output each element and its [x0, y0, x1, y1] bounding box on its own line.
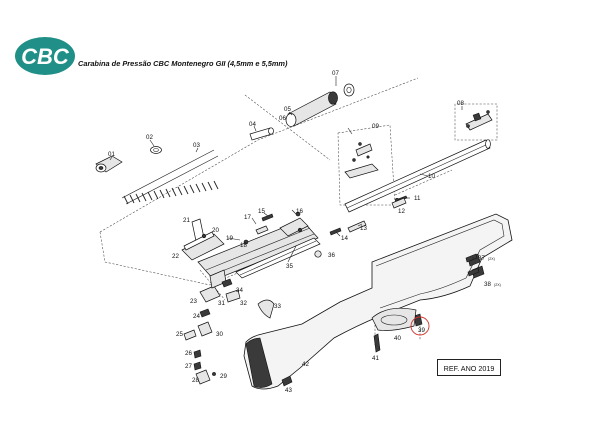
- label-33: 33: [274, 303, 281, 310]
- part-06-seal: [343, 83, 355, 97]
- label-43: 43: [285, 387, 292, 394]
- part-01-plug: [95, 155, 123, 173]
- label-30: 30: [216, 331, 223, 338]
- part-08-rear-sight: [465, 110, 493, 131]
- label-11: 11: [414, 195, 421, 202]
- label-38: 38: [484, 281, 491, 288]
- label-01: 01: [108, 151, 115, 158]
- label-03: 03: [193, 142, 200, 149]
- label-17: 17: [244, 214, 251, 221]
- part-28-safety: [195, 369, 211, 385]
- diagram-title: Carabina de Pressão CBC Montenegro GII (…: [78, 59, 288, 68]
- part-43-screw: [281, 375, 293, 387]
- label-39: 39: [418, 327, 425, 334]
- label-27: 27: [185, 363, 192, 370]
- label-21: 21: [183, 217, 190, 224]
- label-42: 42: [302, 361, 309, 368]
- label-34: 34: [236, 287, 243, 294]
- part-labels: 01 02 03 04 05 06 07 08 09 10 11 12 13 1…: [108, 70, 501, 394]
- label-06: 06: [279, 115, 286, 122]
- part-14-pin: [329, 227, 342, 236]
- label-36: 36: [328, 252, 335, 259]
- label-22: 22: [172, 253, 179, 260]
- label-08: 08: [457, 100, 464, 107]
- part-15-detent: [261, 213, 274, 222]
- label-18: 18: [240, 242, 247, 249]
- label-02: 02: [146, 134, 153, 141]
- part-35-cocking-lever: [235, 237, 321, 279]
- part-20-screw: [243, 239, 249, 245]
- label-14: 14: [341, 235, 348, 242]
- part-10-barrel: [344, 139, 491, 213]
- label-37: 37: [478, 255, 485, 262]
- reference-box: REF. ANO 2019: [437, 359, 501, 376]
- label-32: 32: [240, 300, 247, 307]
- label-38-qty: (2X): [494, 283, 501, 287]
- label-19: 19: [226, 235, 233, 242]
- label-05: 05: [284, 106, 291, 113]
- label-23: 23: [190, 298, 197, 305]
- label-09: 09: [372, 123, 379, 130]
- part-37-screw: [465, 253, 478, 263]
- label-29: 29: [220, 373, 227, 380]
- label-35: 35: [286, 263, 293, 270]
- label-15: 15: [258, 208, 265, 215]
- cbc-logo: CBC: [14, 36, 76, 76]
- part-02-washer: [150, 146, 162, 154]
- label-04: 04: [249, 121, 256, 128]
- part-05-piston: [285, 91, 338, 127]
- part-23-lever: [199, 285, 221, 303]
- part-12-block: [391, 197, 407, 209]
- part-25-screw: [183, 329, 197, 341]
- part-29-ball: [212, 372, 216, 376]
- part-41-screw: [373, 333, 381, 353]
- part-09-front-sight: [344, 142, 379, 179]
- part-36-nut: [314, 250, 322, 258]
- part-32-sear: [225, 289, 241, 303]
- label-07: 07: [332, 70, 339, 77]
- label-40: 40: [394, 335, 401, 342]
- part-17-cap: [255, 225, 269, 235]
- label-12: 12: [398, 208, 405, 215]
- part-24-pin: [199, 308, 211, 318]
- highlight-circle: [410, 316, 430, 336]
- label-41: 41: [372, 355, 379, 362]
- label-10: 10: [428, 173, 435, 180]
- cbc-logo-graphic: CBC: [15, 37, 75, 75]
- part-33-trigger: [257, 299, 275, 319]
- part-40-guard: [371, 307, 417, 331]
- trigger-group: [183, 269, 275, 385]
- part-30-plate: [197, 321, 213, 337]
- part-38-screw: [467, 267, 480, 277]
- label-13: 13: [360, 225, 367, 232]
- part-26-pin: [193, 349, 202, 359]
- label-25: 25: [176, 331, 183, 338]
- part-13-pin: [347, 220, 367, 233]
- label-26: 26: [185, 350, 192, 357]
- label-16: 16: [296, 208, 303, 215]
- part-03-spring: [121, 149, 219, 205]
- leader-lines: [109, 76, 474, 263]
- part-04-guide: [249, 127, 274, 141]
- label-28: 28: [192, 377, 199, 384]
- label-31: 31: [218, 300, 225, 307]
- label-24: 24: [193, 313, 200, 320]
- part-34-spring: [221, 278, 233, 288]
- part-27-pin: [193, 361, 202, 371]
- logo-text: CBC: [21, 44, 70, 69]
- label-37-qty: (2X): [488, 257, 495, 261]
- part-19-breech: [279, 217, 309, 237]
- part-22-block: [181, 231, 225, 261]
- label-20: 20: [212, 227, 219, 234]
